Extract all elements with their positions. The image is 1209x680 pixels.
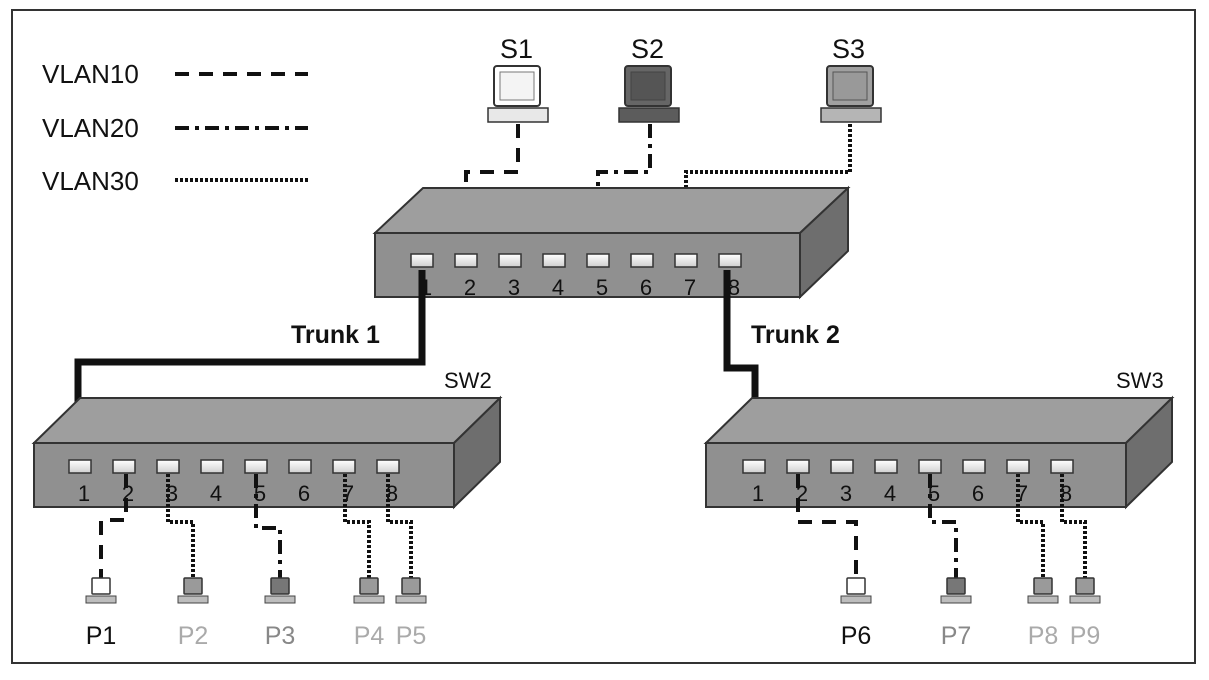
pc-p8-monitor-icon bbox=[1033, 577, 1053, 595]
core-port-5-jack bbox=[586, 253, 610, 268]
link-p1 bbox=[99, 474, 128, 578]
core-port-3-number: 3 bbox=[508, 275, 520, 300]
legend-vlan10-label: VLAN10 bbox=[42, 59, 139, 89]
sw2-port-4-number: 4 bbox=[210, 481, 222, 506]
pc-p7-monitor-icon bbox=[946, 577, 966, 595]
pc-p1-label: P1 bbox=[86, 622, 117, 650]
sw3-port-5-jack bbox=[918, 459, 942, 474]
sw3-port-3-number: 3 bbox=[840, 481, 852, 506]
core-port-2-number: 2 bbox=[464, 275, 476, 300]
pc-p6-label: P6 bbox=[841, 622, 872, 650]
pc-p5-base-icon bbox=[395, 595, 427, 604]
sw2-port-8-jack bbox=[376, 459, 400, 474]
link-p7 bbox=[928, 474, 958, 578]
pc-p1-monitor-icon bbox=[91, 577, 111, 595]
sw3-port-4-jack bbox=[874, 459, 898, 474]
sw2-port-7-jack bbox=[332, 459, 356, 474]
link-p3 bbox=[254, 474, 282, 578]
server-s1: S1 bbox=[487, 34, 549, 123]
sw3-label: SW3 bbox=[1116, 368, 1164, 393]
server-s1-label: S1 bbox=[500, 34, 533, 64]
sw2-port-2-jack bbox=[112, 459, 136, 474]
sw3-port-4-number: 4 bbox=[884, 481, 896, 506]
core-port-8-jack bbox=[718, 253, 742, 268]
diagram-frame bbox=[11, 9, 1196, 664]
pc-p9-monitor-icon bbox=[1075, 577, 1095, 595]
link-p2 bbox=[166, 474, 195, 578]
server-s3-base-icon bbox=[820, 107, 882, 123]
core-port-2-jack bbox=[454, 253, 478, 268]
sw3-port-8-jack bbox=[1050, 459, 1074, 474]
link-p8 bbox=[1016, 474, 1045, 578]
pc-p7-base-icon bbox=[940, 595, 972, 604]
trunk2-label: Trunk 2 bbox=[751, 321, 840, 349]
sw3-port-1-jack bbox=[742, 459, 766, 474]
sw2-port-1-number: 1 bbox=[78, 481, 90, 506]
pc-p6-base-icon bbox=[840, 595, 872, 604]
pc-p3-base-icon bbox=[264, 595, 296, 604]
sw2-port-6-number: 6 bbox=[298, 481, 310, 506]
core-port-6-number: 6 bbox=[640, 275, 652, 300]
core-port-4-number: 4 bbox=[552, 275, 564, 300]
link-p4 bbox=[343, 474, 371, 578]
trunk1-label: Trunk 1 bbox=[291, 321, 380, 349]
sw3-port-2-jack bbox=[786, 459, 810, 474]
core-port-1-jack bbox=[410, 253, 434, 268]
pc-p8-label: P8 bbox=[1028, 622, 1059, 650]
pc-p4-base-icon bbox=[353, 595, 385, 604]
core-port-6-jack bbox=[630, 253, 654, 268]
sw3-port-6-number: 6 bbox=[972, 481, 984, 506]
pc-p8-base-icon bbox=[1027, 595, 1059, 604]
core-port-8-number: 8 bbox=[728, 275, 740, 300]
sw3-port-6-jack bbox=[962, 459, 986, 474]
link-s1-vlan10 bbox=[464, 124, 520, 252]
server-s3: S3 bbox=[820, 34, 882, 123]
core-port-5-number: 5 bbox=[596, 275, 608, 300]
pc-p9-label: P9 bbox=[1070, 622, 1101, 650]
pc-p4-monitor-icon bbox=[359, 577, 379, 595]
sw3-port-3-jack bbox=[830, 459, 854, 474]
sw2-port-1-jack bbox=[68, 459, 92, 474]
sw2-port-3-jack bbox=[156, 459, 180, 474]
sw2-port-4-jack bbox=[200, 459, 224, 474]
pc-p2-monitor-icon bbox=[183, 577, 203, 595]
legend-vlan30-label: VLAN30 bbox=[42, 166, 139, 196]
sw2-port-5-jack bbox=[244, 459, 268, 474]
pc-p2-label: P2 bbox=[178, 622, 209, 650]
pc-p9-base-icon bbox=[1069, 595, 1101, 604]
core-port-7-jack bbox=[674, 253, 698, 268]
legend-vlan20-label: VLAN20 bbox=[42, 113, 139, 143]
server-s2: S2 bbox=[618, 34, 680, 123]
legend: VLAN10 VLAN20 VLAN30 bbox=[42, 59, 308, 196]
pc-p6-monitor-icon bbox=[846, 577, 866, 595]
pc-p1-base-icon bbox=[85, 595, 117, 604]
core-port-7-number: 7 bbox=[684, 275, 696, 300]
link-p6 bbox=[796, 474, 858, 578]
core-port-4-jack bbox=[542, 253, 566, 268]
core-port-3-jack bbox=[498, 253, 522, 268]
pc-p7-label: P7 bbox=[941, 622, 972, 650]
pc-p3-monitor-icon bbox=[270, 577, 290, 595]
pc-p4-label: P4 bbox=[354, 622, 385, 650]
pc-p5-monitor-icon bbox=[401, 577, 421, 595]
sw2-port-6-jack bbox=[288, 459, 312, 474]
server-s2-label: S2 bbox=[631, 34, 664, 64]
pc-p3-label: P3 bbox=[265, 622, 296, 650]
server-s2-base-icon bbox=[618, 107, 680, 123]
pc-p2-base-icon bbox=[177, 595, 209, 604]
pc-p5-label: P5 bbox=[396, 622, 427, 650]
sw3-port-7-jack bbox=[1006, 459, 1030, 474]
sw2-label: SW2 bbox=[444, 368, 492, 393]
server-s1-base-icon bbox=[487, 107, 549, 123]
sw3-port-1-number: 1 bbox=[752, 481, 764, 506]
server-s3-label: S3 bbox=[832, 34, 865, 64]
